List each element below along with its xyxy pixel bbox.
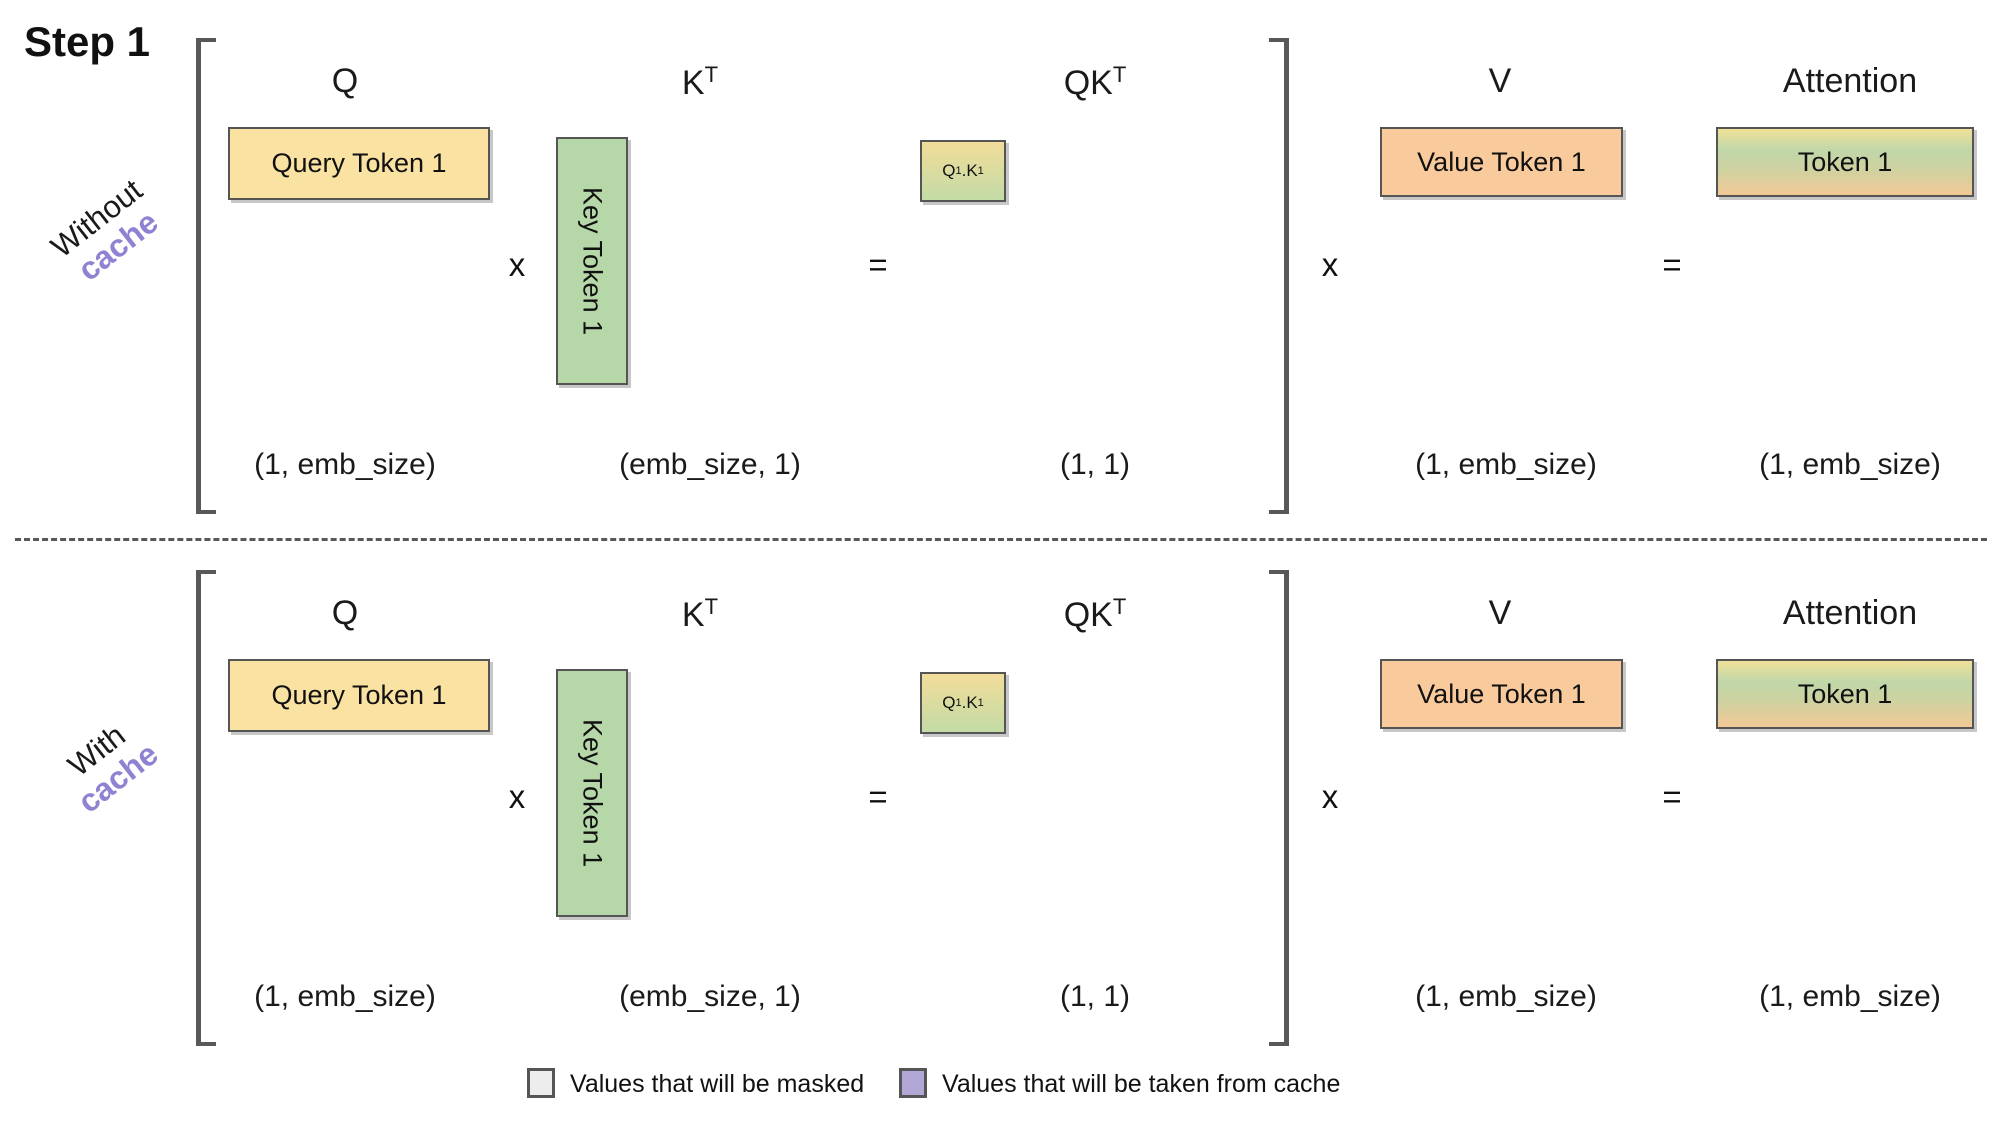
header-attention: Attention xyxy=(1782,594,1918,632)
dim-label-q: (1, emb_size) xyxy=(254,980,436,1013)
equals-operator-2: = xyxy=(1662,778,1682,815)
key-token-box: Key Token 1 xyxy=(556,669,628,917)
equals-operator-1: = xyxy=(868,246,888,283)
page-title: Step 1 xyxy=(24,18,151,65)
dim-label-v: (1, emb_size) xyxy=(1415,448,1597,481)
header-v: V xyxy=(1488,62,1512,100)
subscript-1: 1 xyxy=(955,697,962,709)
key-token-label: Key Token 1 xyxy=(577,718,608,868)
header-q: Q xyxy=(331,594,359,632)
masked-values-swatch xyxy=(527,1068,555,1098)
dim-label-k: (emb_size, 1) xyxy=(619,980,801,1013)
matrix-bracket-right xyxy=(1269,570,1289,1046)
dim-label-qk: (1, 1) xyxy=(1059,980,1131,1013)
superscript-t: T xyxy=(704,62,719,87)
dashed-separator xyxy=(15,538,1987,541)
dim-label-v: (1, emb_size) xyxy=(1415,980,1597,1013)
attention-token-box: Token 1 xyxy=(1716,127,1974,197)
key-token-box: Key Token 1 xyxy=(556,137,628,385)
dim-label-qk: (1, 1) xyxy=(1059,448,1131,481)
header-attention: Attention xyxy=(1782,62,1918,100)
masked-values-label: Values that will be masked xyxy=(570,1070,865,1098)
dim-label-attention: (1, emb_size) xyxy=(1759,448,1941,481)
subscript-1: 1 xyxy=(955,165,962,177)
subscript-1: 1 xyxy=(977,697,984,709)
header-q: Q xyxy=(331,62,359,100)
equals-operator-1: = xyxy=(868,778,888,815)
cache-values-label: Values that will be taken from cache xyxy=(942,1070,1341,1098)
dim-label-attention: (1, emb_size) xyxy=(1759,980,1941,1013)
row-without-cache: Without cache Q KT QKT V Attention Query… xyxy=(0,0,2000,530)
equals-operator-2: = xyxy=(1662,246,1682,283)
matrix-bracket-left xyxy=(196,38,216,514)
value-token-box: Value Token 1 xyxy=(1380,659,1623,729)
key-token-label: Key Token 1 xyxy=(577,186,608,336)
superscript-t: T xyxy=(704,594,719,619)
superscript-t: T xyxy=(1112,62,1127,87)
attention-token-box: Token 1 xyxy=(1716,659,1974,729)
header-v: V xyxy=(1488,594,1512,632)
query-token-box: Query Token 1 xyxy=(228,659,490,732)
header-qk-transpose: QKT xyxy=(1063,594,1127,634)
header-qk-transpose: QKT xyxy=(1063,62,1127,102)
matrix-bracket-right xyxy=(1269,38,1289,514)
value-token-box: Value Token 1 xyxy=(1380,127,1623,197)
dim-label-k: (emb_size, 1) xyxy=(619,448,801,481)
multiply-operator-2: x xyxy=(1321,778,1339,815)
header-k-transpose: KT xyxy=(681,594,719,634)
query-token-box: Query Token 1 xyxy=(228,127,490,200)
multiply-operator-1: x xyxy=(508,778,526,815)
cache-values-swatch xyxy=(899,1068,927,1098)
row-with-cache: With cache Q KT QKT V Attention Query To… xyxy=(0,532,2000,1062)
multiply-operator-1: x xyxy=(508,246,526,283)
header-k-transpose: KT xyxy=(681,62,719,102)
subscript-1: 1 xyxy=(977,165,984,177)
matrix-bracket-left xyxy=(196,570,216,1046)
dim-label-q: (1, emb_size) xyxy=(254,448,436,481)
superscript-t: T xyxy=(1112,594,1127,619)
multiply-operator-2: x xyxy=(1321,246,1339,283)
